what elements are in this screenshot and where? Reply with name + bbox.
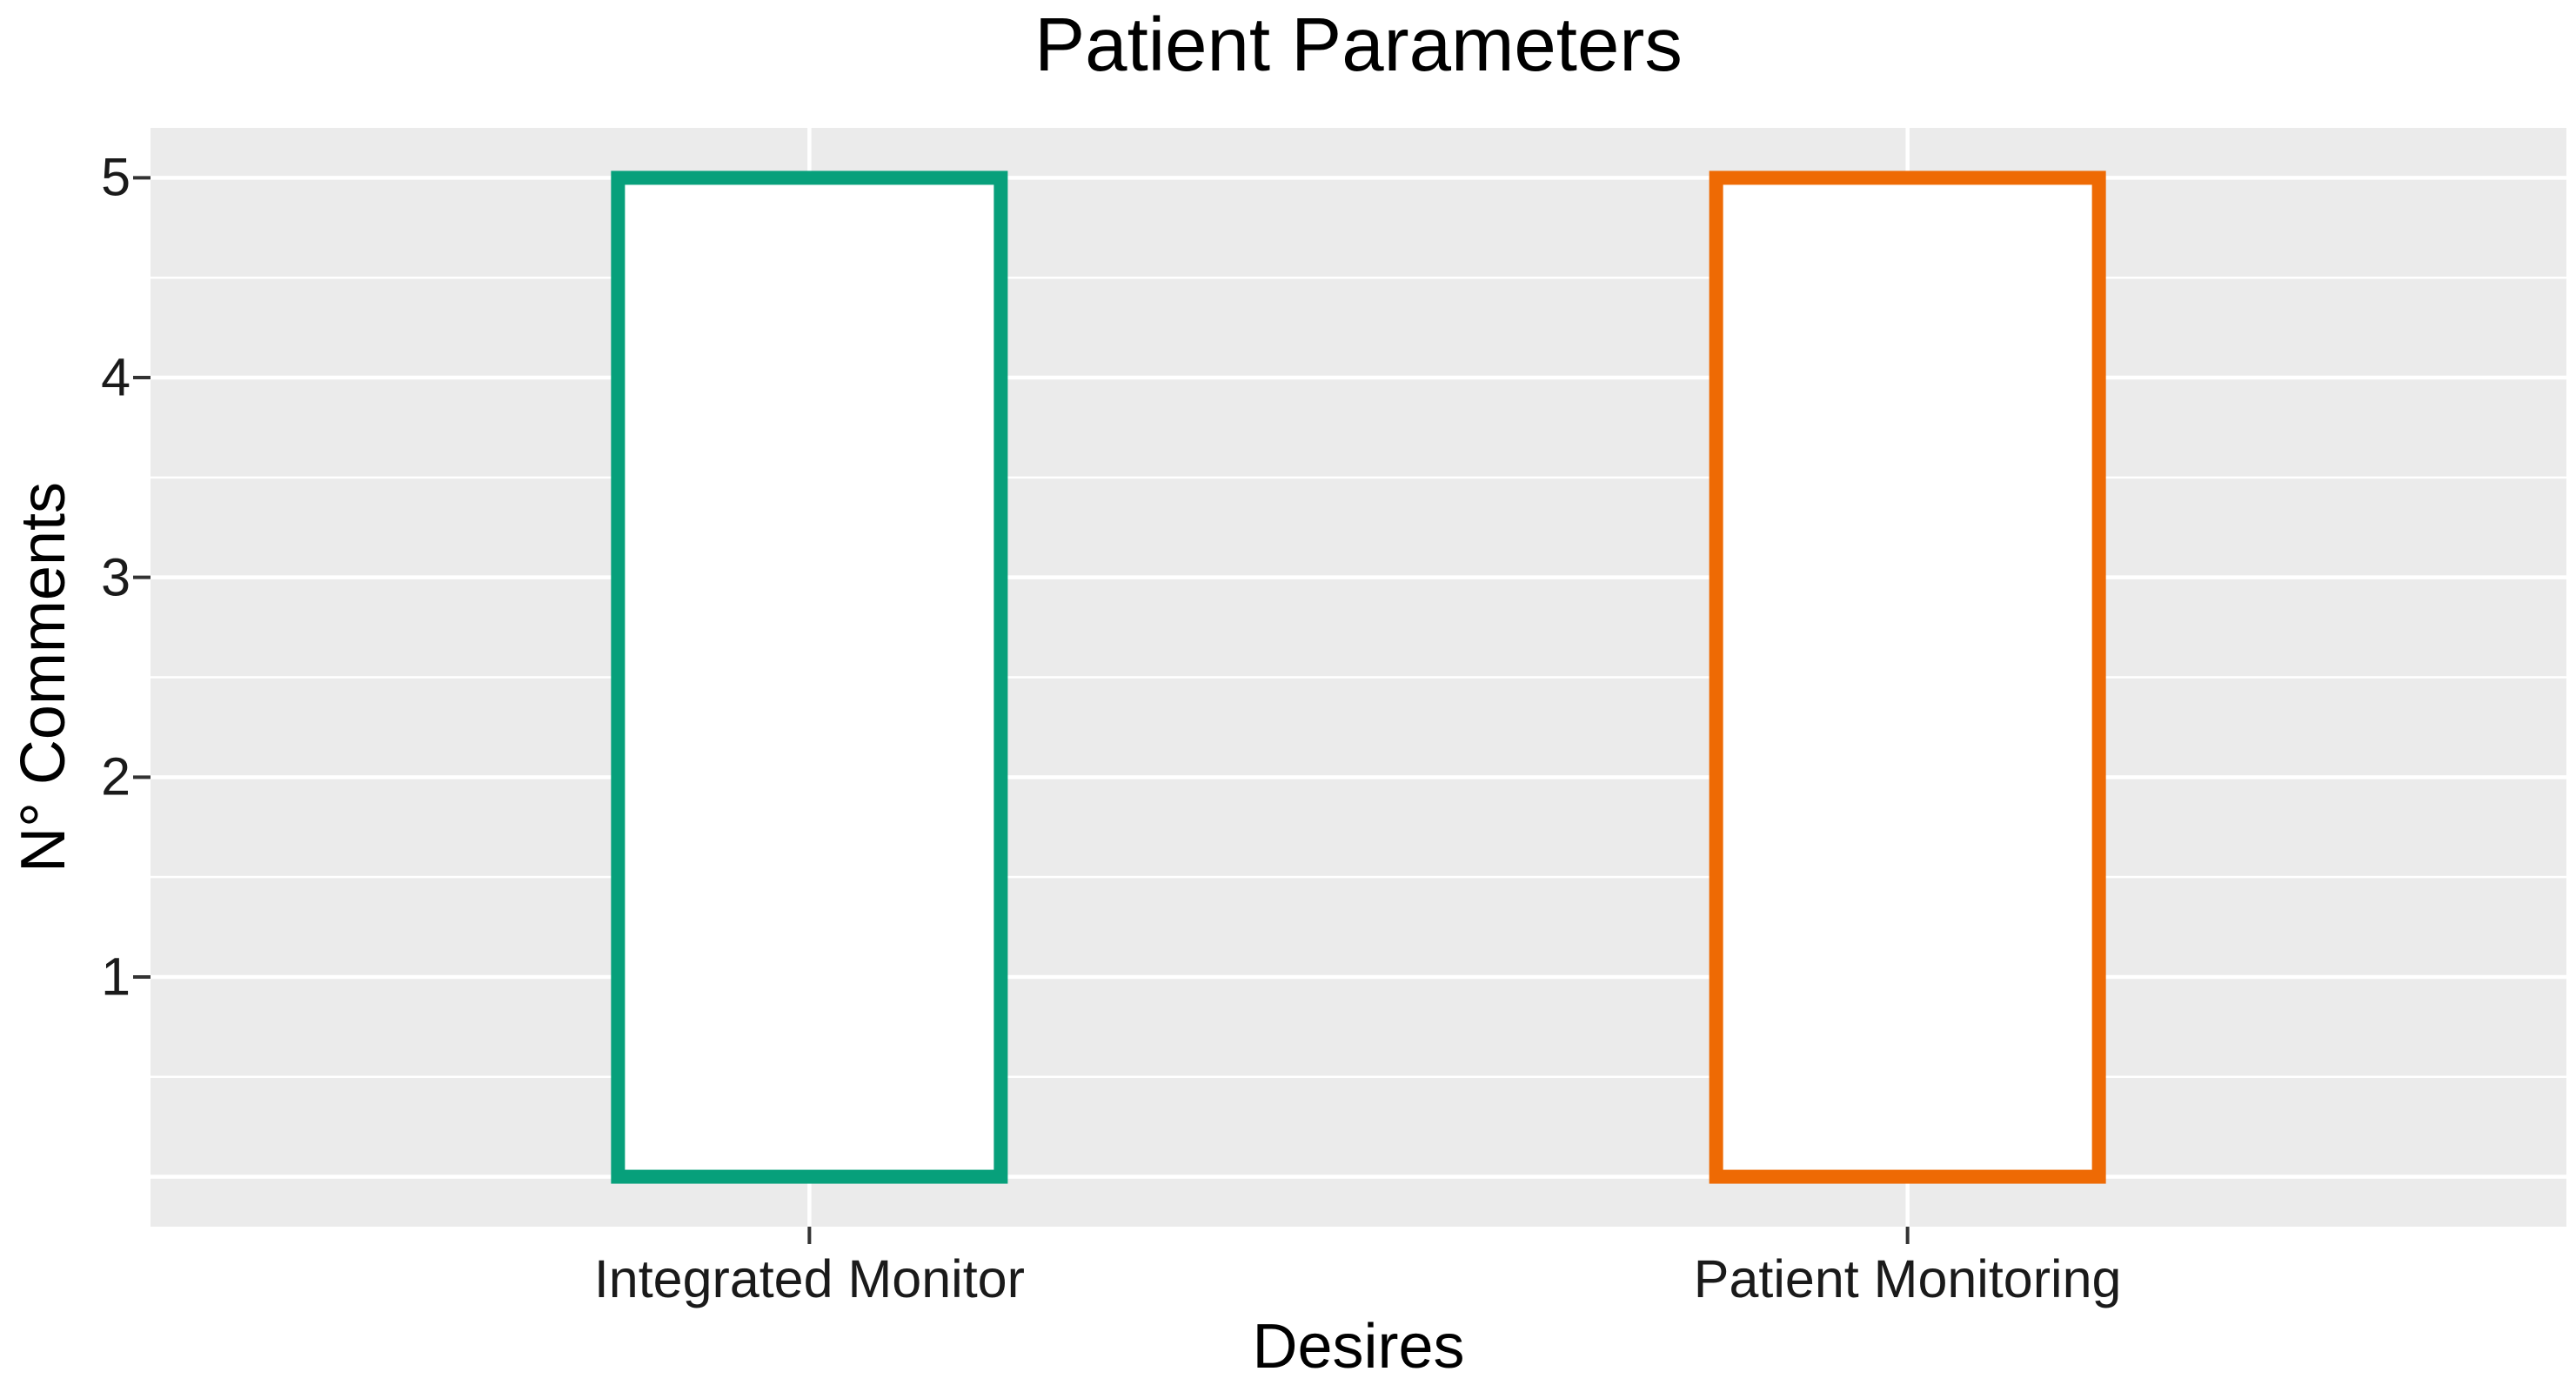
y-tick-label: 1 — [101, 947, 130, 1007]
bar-patient-monitoring — [1709, 171, 2106, 1184]
y-tick-label: 3 — [101, 547, 130, 607]
y-tick-label: 4 — [101, 347, 130, 407]
y-tick-label: 5 — [101, 147, 130, 207]
y-axis-title-text: N° Comments — [9, 482, 78, 873]
bar-integrated-monitor — [611, 171, 1008, 1184]
y-axis-title: N° Comments — [0, 128, 87, 1227]
x-tick-label: Patient Monitoring — [1693, 1249, 2122, 1308]
x-tick-label: Integrated Monitor — [593, 1249, 1025, 1308]
x-axis-title: Desires — [1252, 1312, 1465, 1382]
y-tick-label: 2 — [101, 746, 130, 806]
chart-title: Patient Parameters — [1034, 3, 1683, 87]
